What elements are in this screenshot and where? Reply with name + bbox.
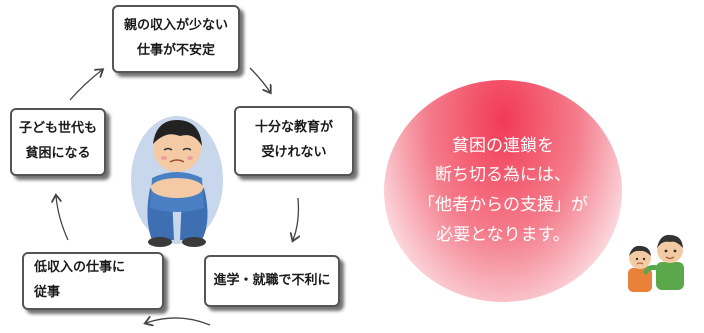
arrow-4-to-5: [56, 196, 69, 241]
cycle-step-insufficient-education: 十分な教育が 受けれない: [234, 106, 354, 176]
supporter-illustration: [628, 234, 684, 292]
step2-line2: 受けれない: [261, 145, 327, 160]
cycle-step-parents-low-income: 親の収入が少ない 仕事が不安定: [112, 5, 240, 73]
step2-line1: 十分な教育が: [254, 120, 333, 136]
cycle-step-disadvantage-in-schooling-jobs: 進学・就職で不利に: [204, 255, 340, 307]
message-line2: 断ち切る為には、: [435, 165, 571, 186]
cycle-step-low-income-work: 低収入の仕事に 従事: [22, 252, 164, 310]
sad-child-illustration: [131, 116, 223, 247]
arrow-5-to-1: [69, 70, 102, 101]
arrow-2-to-3: [293, 197, 298, 240]
step5-line1: 子ども世代も: [18, 121, 97, 137]
message-line1: 貧困の連鎖を: [452, 135, 554, 156]
step4-line1: 低収入の仕事に: [34, 260, 126, 276]
message-line4: 必要となります。: [436, 224, 570, 245]
cycle-step-children-become-poor: 子ども世代も 貧困になる: [10, 108, 106, 176]
message-line3: 「他者からの支援」が: [418, 195, 588, 215]
step1-line1: 親の収入が少ない: [123, 18, 228, 34]
step4-line2: 従事: [34, 285, 61, 300]
arrow-1-to-2: [249, 67, 270, 92]
step1-line2: 仕事が不安定: [136, 43, 215, 58]
support-message-bubble: 貧困の連鎖を 断ち切る為には、 「他者からの支援」が 必要となります。: [384, 80, 622, 302]
step5-line2: 貧困になる: [25, 146, 91, 161]
arrow-3-to-4: [146, 318, 211, 325]
step3-line1: 進学・就職で不利に: [213, 272, 331, 288]
